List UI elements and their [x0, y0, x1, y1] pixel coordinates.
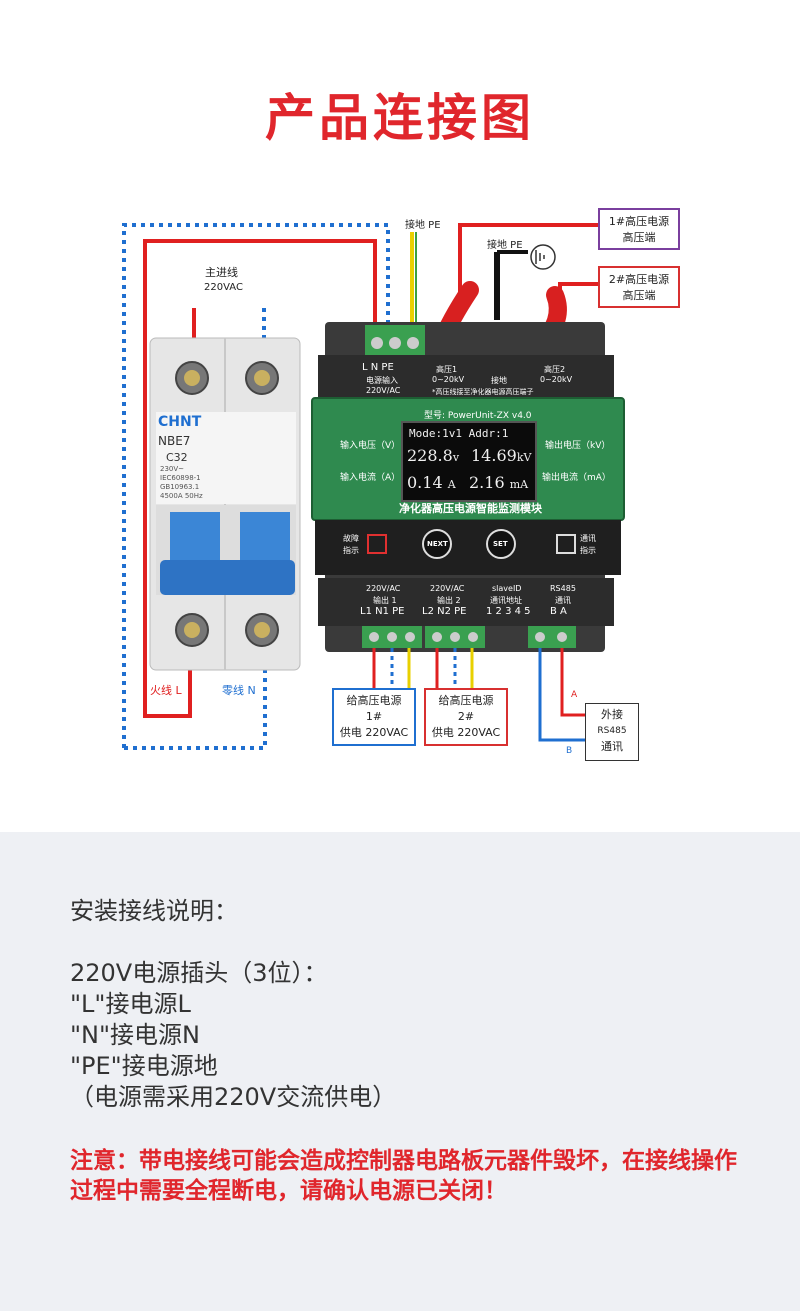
- out2-voltage: 220V/AC: [430, 584, 465, 593]
- page-title: 产品连接图: [265, 89, 535, 147]
- warning-text: 注意：带电接线可能会造成控制器电路板元器件毁坏，在接线操作过程中需要全程断电，请…: [70, 1148, 737, 1204]
- main-line-label: 主进线: [205, 266, 238, 279]
- hv2-line2: 高压端: [622, 289, 656, 302]
- lcd-kv-unit: kV: [516, 451, 532, 464]
- out1-voltage: 220V/AC: [366, 584, 401, 593]
- lcd-ma-value: 2.16: [469, 473, 505, 492]
- in-current-label: 输入电流（A）: [340, 473, 401, 483]
- top-power-in: 电源输入: [366, 376, 398, 385]
- hv2-line1: 2#高压电源: [608, 273, 670, 286]
- instructions-line1: 220V电源插头（3位）：: [70, 959, 328, 987]
- hv1-line2: 高压端: [622, 231, 656, 244]
- lcd-row1: Mode:1v1 Addr:1: [409, 427, 509, 440]
- slave-addr-label: 通讯地址: [490, 596, 522, 605]
- breaker-spec1: 230V~: [160, 465, 185, 473]
- supply1-line1: 给高压电源: [346, 694, 402, 707]
- lcd-a: 0.14 A: [407, 473, 456, 492]
- breaker-spec4: 4500A 50Hz: [160, 492, 203, 500]
- lcd-vin-unit: v: [452, 451, 460, 464]
- supply1-line2: 1#: [365, 710, 383, 723]
- in-voltage-label: 输入电压（V）: [340, 441, 401, 451]
- breaker-brand: CHNT: [158, 414, 202, 430]
- set-button[interactable]: SET: [493, 540, 508, 548]
- zero-line-label: 零线 N: [222, 684, 256, 697]
- lcd-ma-unit: mA: [509, 478, 529, 491]
- instructions-line2: "L"接电源L: [70, 990, 191, 1018]
- lcd-kv: 14.69kV: [471, 446, 531, 465]
- module-model: 型号: PowerUnit-ZX v4.0: [424, 411, 532, 421]
- main-line-voltage: 220VAC: [204, 282, 243, 293]
- out2-terminals: L2 N2 PE: [422, 606, 467, 617]
- lcd-kv-value: 14.69: [471, 446, 517, 465]
- comm-label-1: 通讯: [580, 534, 596, 543]
- out1-terminals: L1 N1 PE: [360, 606, 405, 617]
- top-hv1-range: 0~20kV: [432, 375, 465, 384]
- out2-label: 输出 2: [437, 596, 461, 605]
- supply2-line2: 2#: [457, 710, 475, 723]
- top-gnd: 接地: [491, 376, 507, 385]
- connection-diagram: 接地 PE 接地 PE 1#高压电源 高压端 2#高压电源 高压端 主进线 22…: [122, 208, 680, 761]
- instructions-heading: 安装接线说明：: [70, 897, 238, 925]
- top-lnpe: L N PE: [362, 362, 394, 373]
- breaker-model: NBE7: [158, 434, 191, 448]
- live-wire-loop: [143, 239, 377, 718]
- lcd-display: Mode:1v1 Addr:1 228.8v 14.69kV 0.14 A 2.…: [401, 421, 537, 502]
- breaker-spec3: GB10963.1: [160, 483, 200, 491]
- lcd-a-unit: A: [447, 478, 456, 491]
- hv2-source-box: 2#高压电源 高压端: [598, 266, 680, 308]
- top-power-v: 220V/AC: [366, 386, 401, 395]
- top-hv2-range: 0~20kV: [540, 375, 573, 384]
- top-note: *高压线接至净化器电源高压端子: [432, 388, 534, 396]
- fault-label-1: 故障: [343, 534, 359, 543]
- lcd-vin: 228.8v: [407, 446, 459, 465]
- supply1-line3: 供电 220VAC: [339, 726, 409, 739]
- wire-a-label: A: [571, 690, 578, 700]
- wiring-svg: [122, 223, 625, 750]
- supply2-line1: 给高压电源: [438, 694, 494, 707]
- next-button[interactable]: NEXT: [427, 540, 448, 548]
- out1-label: 输出 1: [373, 596, 397, 605]
- supply2-line3: 供电 220VAC: [431, 726, 501, 739]
- ground-pe-label-mid: 接地 PE: [487, 240, 523, 251]
- slave-id-label: slaveID: [492, 584, 522, 593]
- module-subtitle: 净化器高压电源智能监测模块: [399, 502, 542, 515]
- lcd-a-value: 0.14: [407, 473, 443, 492]
- external-rs485-box: 外接 RS485 通讯: [585, 703, 639, 761]
- fire-line-label: 火线 L: [150, 684, 182, 697]
- ground-pe-label-top: 接地 PE: [405, 220, 441, 231]
- hv1-source-box: 1#高压电源 高压端: [598, 208, 680, 250]
- supply1-box: 给高压电源 1# 供电 220VAC: [332, 688, 416, 746]
- slave-switches: 1 2 3 4 5: [486, 606, 531, 617]
- comm-label-2: 指示: [580, 546, 596, 555]
- hv1-line1: 1#高压电源: [608, 215, 670, 228]
- ext-line1: 外接: [601, 708, 623, 721]
- out-voltage-label: 输出电压（kV）: [545, 441, 611, 451]
- fault-label-2: 指示: [343, 546, 359, 555]
- instructions-line3: "N"接电源N: [70, 1021, 200, 1049]
- breaker-rating: C32: [166, 451, 188, 464]
- top-hv2: 高压2: [544, 365, 566, 374]
- ext-line3: 通讯: [601, 740, 623, 753]
- supply2-box: 给高压电源 2# 供电 220VAC: [424, 688, 508, 746]
- ext-line2: RS485: [597, 726, 627, 736]
- rs485-terminals: B A: [550, 606, 567, 617]
- wire-b-label: B: [566, 746, 573, 756]
- lcd-ma: 2.16 mA: [469, 473, 528, 492]
- rs485-label: RS485: [550, 584, 576, 593]
- breaker-spec2: IEC60898-1: [160, 474, 201, 482]
- rs485-comm-label: 通讯: [555, 596, 571, 605]
- out-current-label: 输出电流（mA）: [542, 473, 611, 483]
- top-hv1: 高压1: [436, 365, 458, 374]
- neutral-dotted-loop: [122, 223, 390, 748]
- lcd-vin-value: 228.8: [407, 446, 453, 465]
- instructions-panel: [0, 832, 800, 1311]
- instructions-line4: "PE"接电源地: [70, 1052, 218, 1080]
- instructions-line5: （电源需采用220V交流供电）: [70, 1083, 397, 1111]
